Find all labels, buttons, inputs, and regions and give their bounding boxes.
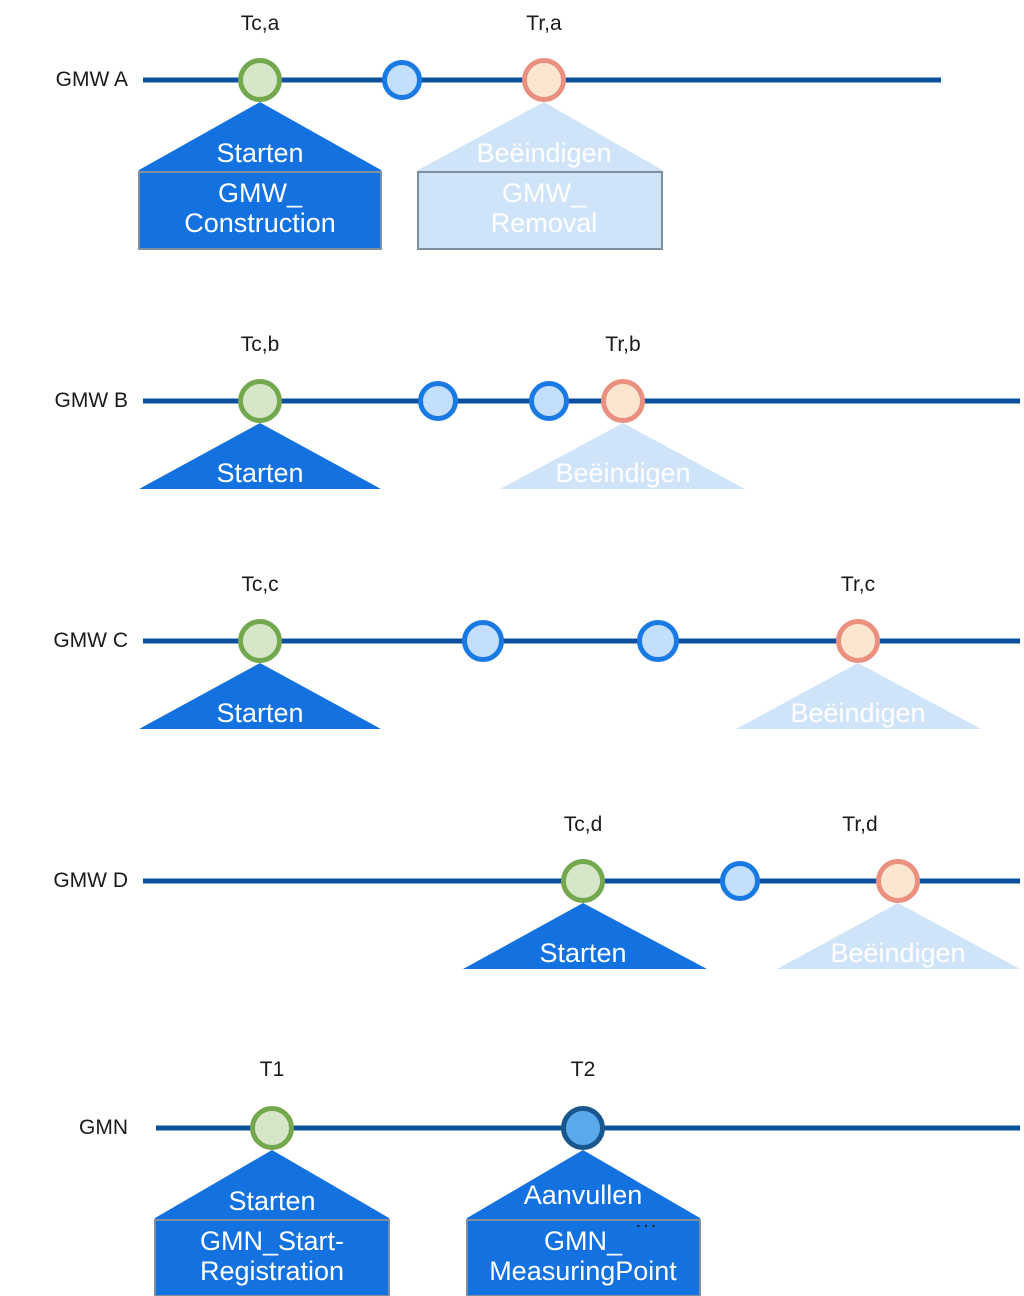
marker-salmon-tra[interactable] — [522, 58, 566, 102]
marker-green-tcd[interactable] — [561, 859, 605, 903]
row-label-gmw-d: GMW D — [53, 869, 128, 892]
time-label-tca: Tc,a — [240, 12, 280, 35]
event-aanvullen-gmn-measuringpoint-action-label: Aanvullen — [523, 1180, 643, 1210]
event-starten-gmw-construction-box-label: GMW_Construction — [184, 178, 336, 238]
row-label-gmn: GMN — [79, 1116, 128, 1139]
event-beeindigen-d-action-label: Beëindigen — [830, 938, 966, 968]
event-aanvullen-gmn-measuringpoint-ellipsis: ... — [635, 1210, 659, 1232]
marker-green-tca[interactable] — [238, 58, 282, 102]
marker-salmon-trb[interactable] — [601, 379, 645, 423]
marker-green-t1[interactable] — [250, 1106, 294, 1150]
event-beeindigen-gmw-removal-action-label: Beëindigen — [476, 138, 612, 168]
marker-green-tcb[interactable] — [238, 379, 282, 423]
marker-darkblue-t2[interactable] — [561, 1106, 605, 1150]
event-aanvullen-gmn-measuringpoint-box-line-1: MeasuringPoint — [489, 1256, 677, 1287]
marker-blue-intermediate[interactable] — [382, 60, 422, 100]
event-aanvullen-gmn-measuringpoint-box-label: GMN_MeasuringPoint — [489, 1226, 677, 1286]
marker-blue-intermediate-2[interactable] — [529, 381, 569, 421]
event-beeindigen-b-action-label: Beëindigen — [555, 458, 691, 488]
marker-blue-intermediate-1[interactable] — [418, 381, 458, 421]
time-label-tra: Tr,a — [526, 12, 562, 35]
marker-green-tcc[interactable] — [238, 619, 282, 663]
event-beeindigen-gmw-removal-box-line-1: Removal — [490, 208, 598, 239]
event-starten-gmn-startregistration-box-line-1: Registration — [199, 1256, 345, 1287]
time-label-t2: T2 — [570, 1058, 596, 1081]
time-label-t1: T1 — [259, 1058, 285, 1081]
row-label-gmw-b: GMW B — [54, 389, 129, 412]
event-beeindigen-gmw-removal-box-line-0: GMW_ — [501, 178, 586, 208]
time-label-tcb: Tc,b — [240, 333, 280, 356]
row-label-gmw-a: GMW A — [55, 68, 128, 91]
time-label-trc: Tr,c — [840, 573, 876, 596]
event-starten-gmn-startregistration-box-line-0: GMN_Start- — [199, 1226, 345, 1256]
time-label-trd: Tr,d — [842, 813, 878, 836]
event-starten-gmw-construction-action-label: Starten — [216, 138, 304, 168]
marker-blue-intermediate-1[interactable] — [462, 620, 504, 662]
event-starten-gmw-construction-box-line-0: GMW_ — [217, 178, 302, 208]
timeline-gmw-c — [143, 638, 1020, 644]
event-starten-c-action-label: Starten — [216, 698, 304, 728]
event-starten-gmw-construction-box-line-1: Construction — [184, 208, 336, 239]
row-label-gmw-c: GMW C — [53, 629, 128, 652]
event-starten-gmn-startregistration-box-label: GMN_Start-Registration — [200, 1226, 344, 1286]
timeline-gmw-b — [143, 398, 1020, 404]
event-aanvullen-gmn-measuringpoint-box-line-0: GMN_ — [543, 1226, 623, 1256]
event-starten-b-action-label: Starten — [216, 458, 304, 488]
marker-blue-intermediate[interactable] — [720, 861, 760, 901]
event-starten-d-action-label: Starten — [539, 938, 627, 968]
event-starten-gmn-startregistration-action-label: Starten — [228, 1186, 316, 1216]
marker-salmon-trc[interactable] — [836, 619, 880, 663]
time-label-trb: Tr,b — [605, 333, 641, 356]
time-label-tcc: Tc,c — [241, 573, 279, 596]
event-beeindigen-c-action-label: Beëindigen — [790, 698, 926, 728]
event-beeindigen-gmw-removal-box-label: GMW_Removal — [491, 178, 598, 238]
marker-blue-intermediate-2[interactable] — [637, 620, 679, 662]
time-label-tcd: Tc,d — [563, 813, 603, 836]
marker-salmon-trd[interactable] — [876, 859, 920, 903]
